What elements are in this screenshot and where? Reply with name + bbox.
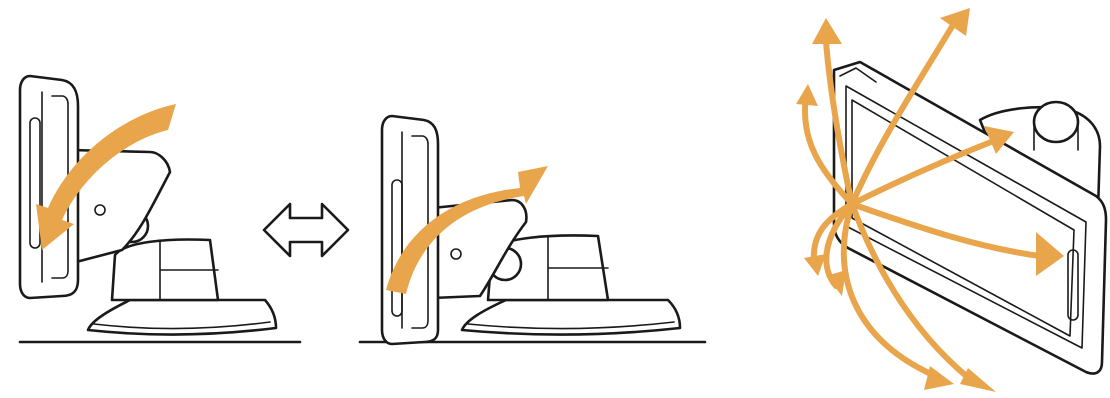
arrow-upper-left xyxy=(802,93,855,207)
suction-cup xyxy=(460,298,682,336)
rotation-arrows xyxy=(802,17,1043,387)
arrow-up-right xyxy=(849,17,959,207)
mount-arm xyxy=(68,148,172,264)
suction-cup xyxy=(86,298,278,336)
navigation-device xyxy=(18,74,80,300)
ball-joint xyxy=(1032,100,1080,144)
arrow-up xyxy=(823,39,855,207)
arrow-right-upper xyxy=(849,137,999,207)
arrow-heads xyxy=(796,8,1064,392)
navigation-device xyxy=(832,60,1108,375)
tilt-arrow xyxy=(386,166,548,294)
double-arrow-icon xyxy=(262,202,350,258)
arrow-right xyxy=(849,201,1043,259)
arrow-down xyxy=(840,201,943,381)
panel-tilt-back xyxy=(18,74,302,344)
panel-swivel xyxy=(796,8,1108,392)
panel-tilt-forward xyxy=(358,114,707,346)
tilt-arrow xyxy=(36,104,176,250)
mount-arm xyxy=(430,198,528,300)
arrow-left xyxy=(810,201,855,265)
arrow-down-right xyxy=(849,201,979,387)
